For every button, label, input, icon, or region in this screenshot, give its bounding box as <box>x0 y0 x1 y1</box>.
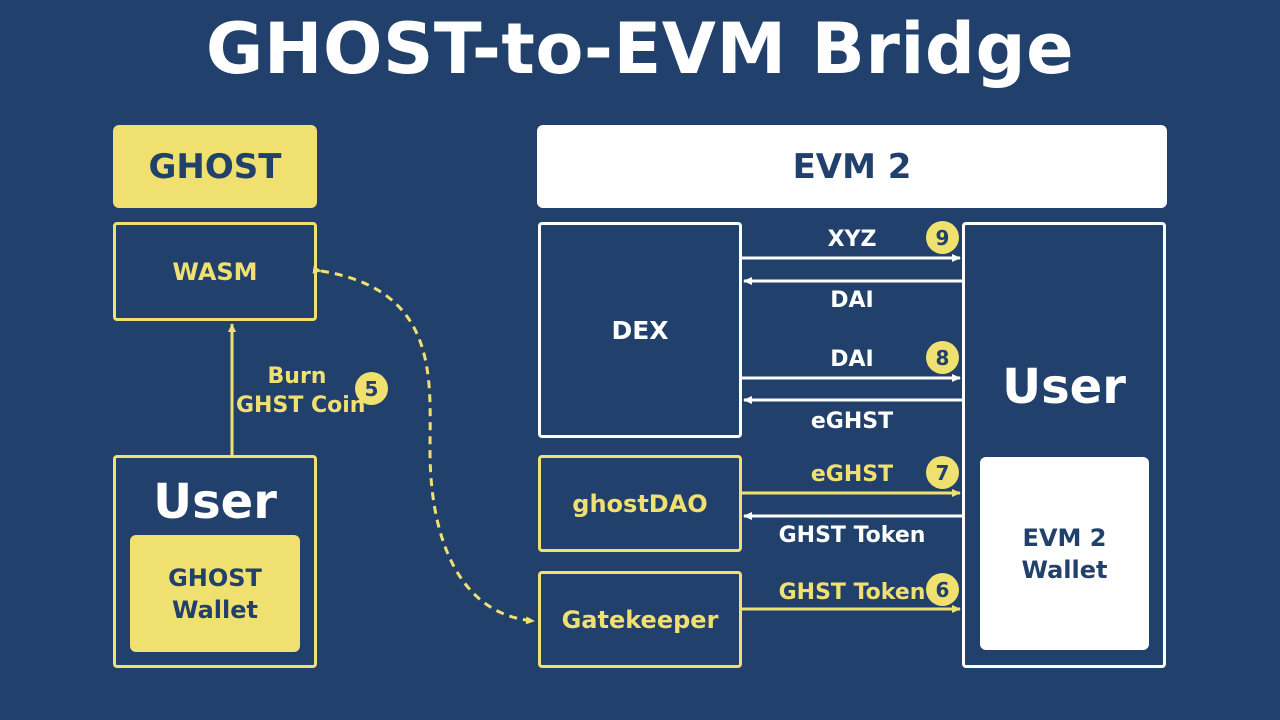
ghostdao-label: ghostDAO <box>572 489 708 518</box>
eghst-in-label: eGHST <box>810 462 894 487</box>
dai-in-label: DAI <box>830 347 874 372</box>
ghost-wallet-line2: Wallet <box>171 595 258 624</box>
wasm-label: WASM <box>172 257 258 286</box>
dex-label: DEX <box>611 315 669 345</box>
xyz-label: XYZ <box>827 227 877 252</box>
step-9-badge: 9 <box>926 221 959 254</box>
ghst-token-in-label: GHST Token <box>778 580 926 605</box>
diagram-title: GHOST-to-EVM Bridge <box>205 8 1075 90</box>
evm-wallet-line1: EVM 2 <box>1022 523 1107 552</box>
step-7-badge: 7 <box>926 456 959 489</box>
bridge-dashed-arrow <box>312 265 535 625</box>
wasm-box: WASM <box>113 222 317 321</box>
ghostdao-box: ghostDAO <box>538 455 742 552</box>
dai-out-label: DAI <box>830 288 874 313</box>
evm-header: EVM 2 <box>537 125 1167 208</box>
ghost-user-label: User <box>153 474 277 530</box>
evm-wallet-line2: Wallet <box>1021 555 1108 584</box>
ghost-wallet-line1: GHOST <box>168 563 262 592</box>
step-6-badge: 6 <box>926 573 959 606</box>
gatekeeper-box: Gatekeeper <box>538 571 742 668</box>
eghst-out-label: eGHST <box>810 409 894 434</box>
ghost-wallet: GHOST Wallet <box>130 535 300 652</box>
gatekeeper-label: Gatekeeper <box>561 605 719 634</box>
dex-box: DEX <box>538 222 742 438</box>
step-8-badge: 8 <box>926 341 959 374</box>
ghst-token-out-label: GHST Token <box>778 523 926 548</box>
evm-user-box: User EVM 2 Wallet <box>962 222 1166 668</box>
evm-user-label: User <box>1002 359 1126 415</box>
ghost-header: GHOST <box>113 125 317 208</box>
evm-wallet: EVM 2 Wallet <box>980 457 1149 650</box>
